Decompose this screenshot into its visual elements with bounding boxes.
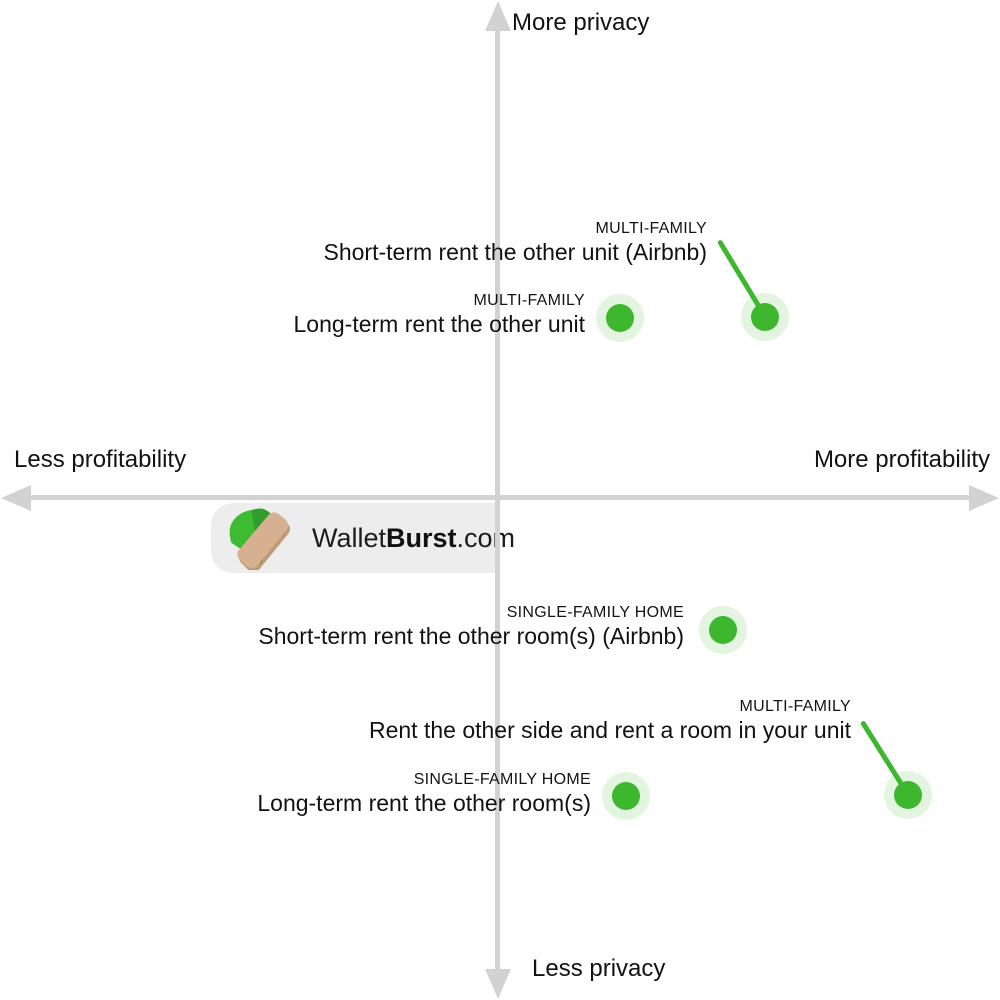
point-category: SINGLE-FAMILY HOME [506,604,684,621]
brand-domain: .com [456,522,516,553]
callout-line [716,239,768,318]
dot-icon [612,782,640,810]
y-axis-down-arrow-icon [485,969,511,999]
brand-burst: Burst [386,522,457,553]
brand-wallet: Wallet [312,522,387,553]
axis-label-more-profitability: More profitability [813,446,990,473]
dot-icon [709,616,737,644]
point-strategy: Long-term rent the other unit [293,311,586,337]
dot-icon [606,304,634,332]
y-axis-line [495,26,500,974]
y-axis-up-arrow-icon [485,1,511,31]
point-label-mf-short-term: MULTI-FAMILY Short-term rent the other u… [324,219,708,265]
walletburst-wordmark: WalletBurst.com [312,523,515,554]
point-category: SINGLE-FAMILY HOME [413,771,591,788]
point-category: MULTI-FAMILY [739,698,851,715]
point-label-sf-short-term: SINGLE-FAMILY HOME Short-term rent the o… [258,603,684,649]
point-strategy: Short-term rent the other unit (Airbnb) [323,239,708,265]
axis-label-more-privacy: More privacy [512,9,650,36]
axis-label-less-privacy: Less privacy [532,955,666,982]
data-point-sf-short-term [699,606,747,654]
point-label-sf-long-term: SINGLE-FAMILY HOME Long-term rent the ot… [257,770,591,816]
point-label-mf-long-term: MULTI-FAMILY Long-term rent the other un… [294,291,586,337]
walletburst-watermark-link[interactable]: WalletBurst.com [211,503,515,573]
x-axis-left-arrow-icon [1,485,31,511]
point-strategy: Short-term rent the other room(s) (Airbn… [258,623,684,649]
data-point-sf-long-term [602,772,650,820]
x-axis-line [26,495,974,500]
callout-line [859,720,910,796]
data-point-mf-long-term [596,294,644,342]
x-axis-right-arrow-icon [969,485,999,511]
axis-label-less-profitability: Less profitability [14,446,187,473]
data-point-mf-rent-side-and-room [884,771,932,819]
point-strategy: Rent the other side and rent a room in y… [368,717,851,743]
dot-icon [751,303,779,331]
point-label-mf-rent-side-and-room: MULTI-FAMILY Rent the other side and ren… [369,697,851,743]
point-category: MULTI-FAMILY [473,292,585,309]
point-strategy: Long-term rent the other room(s) [257,790,591,816]
point-category: MULTI-FAMILY [595,220,707,237]
walletburst-wallet-icon [229,508,290,570]
data-point-mf-short-term [741,293,789,341]
